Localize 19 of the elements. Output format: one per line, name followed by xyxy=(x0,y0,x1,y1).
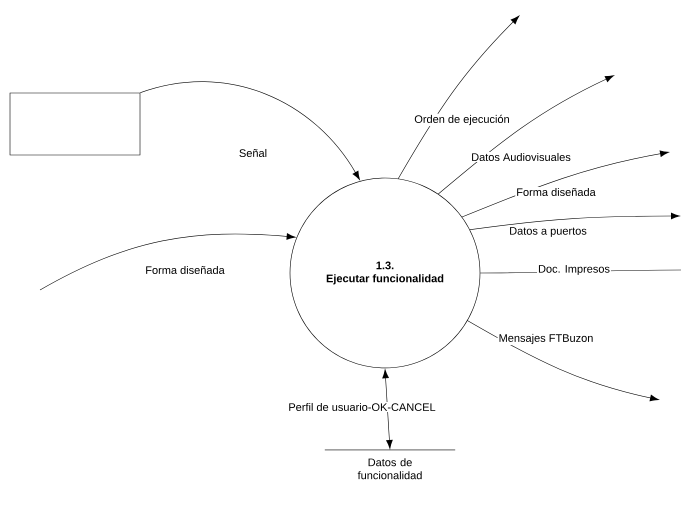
arrow xyxy=(462,150,669,218)
edge-label: Forma diseñada xyxy=(515,186,597,198)
external-entity-box xyxy=(10,92,140,156)
edge-label: Datos a puertos xyxy=(508,226,588,238)
arrow xyxy=(382,369,393,449)
data-store: Datos de funcionalidad xyxy=(324,450,456,480)
arrow xyxy=(40,233,296,290)
edge-label: Señal xyxy=(238,148,268,158)
arrow xyxy=(140,81,360,180)
edge-label: Mensajes FTBuzon xyxy=(498,332,594,346)
arrow xyxy=(467,320,659,402)
edge-label: Orden de ejecución xyxy=(413,114,511,126)
arrow xyxy=(398,16,520,179)
arrow xyxy=(470,212,680,230)
arrow xyxy=(438,75,614,194)
edge-label: Forma diseñada xyxy=(144,264,226,276)
edge-label: Doc. Impresos xyxy=(537,264,611,276)
edge-label: Datos Audiovisuales xyxy=(470,152,572,162)
edge-label: Perfil de usuario-OK-CANCEL xyxy=(287,402,437,412)
